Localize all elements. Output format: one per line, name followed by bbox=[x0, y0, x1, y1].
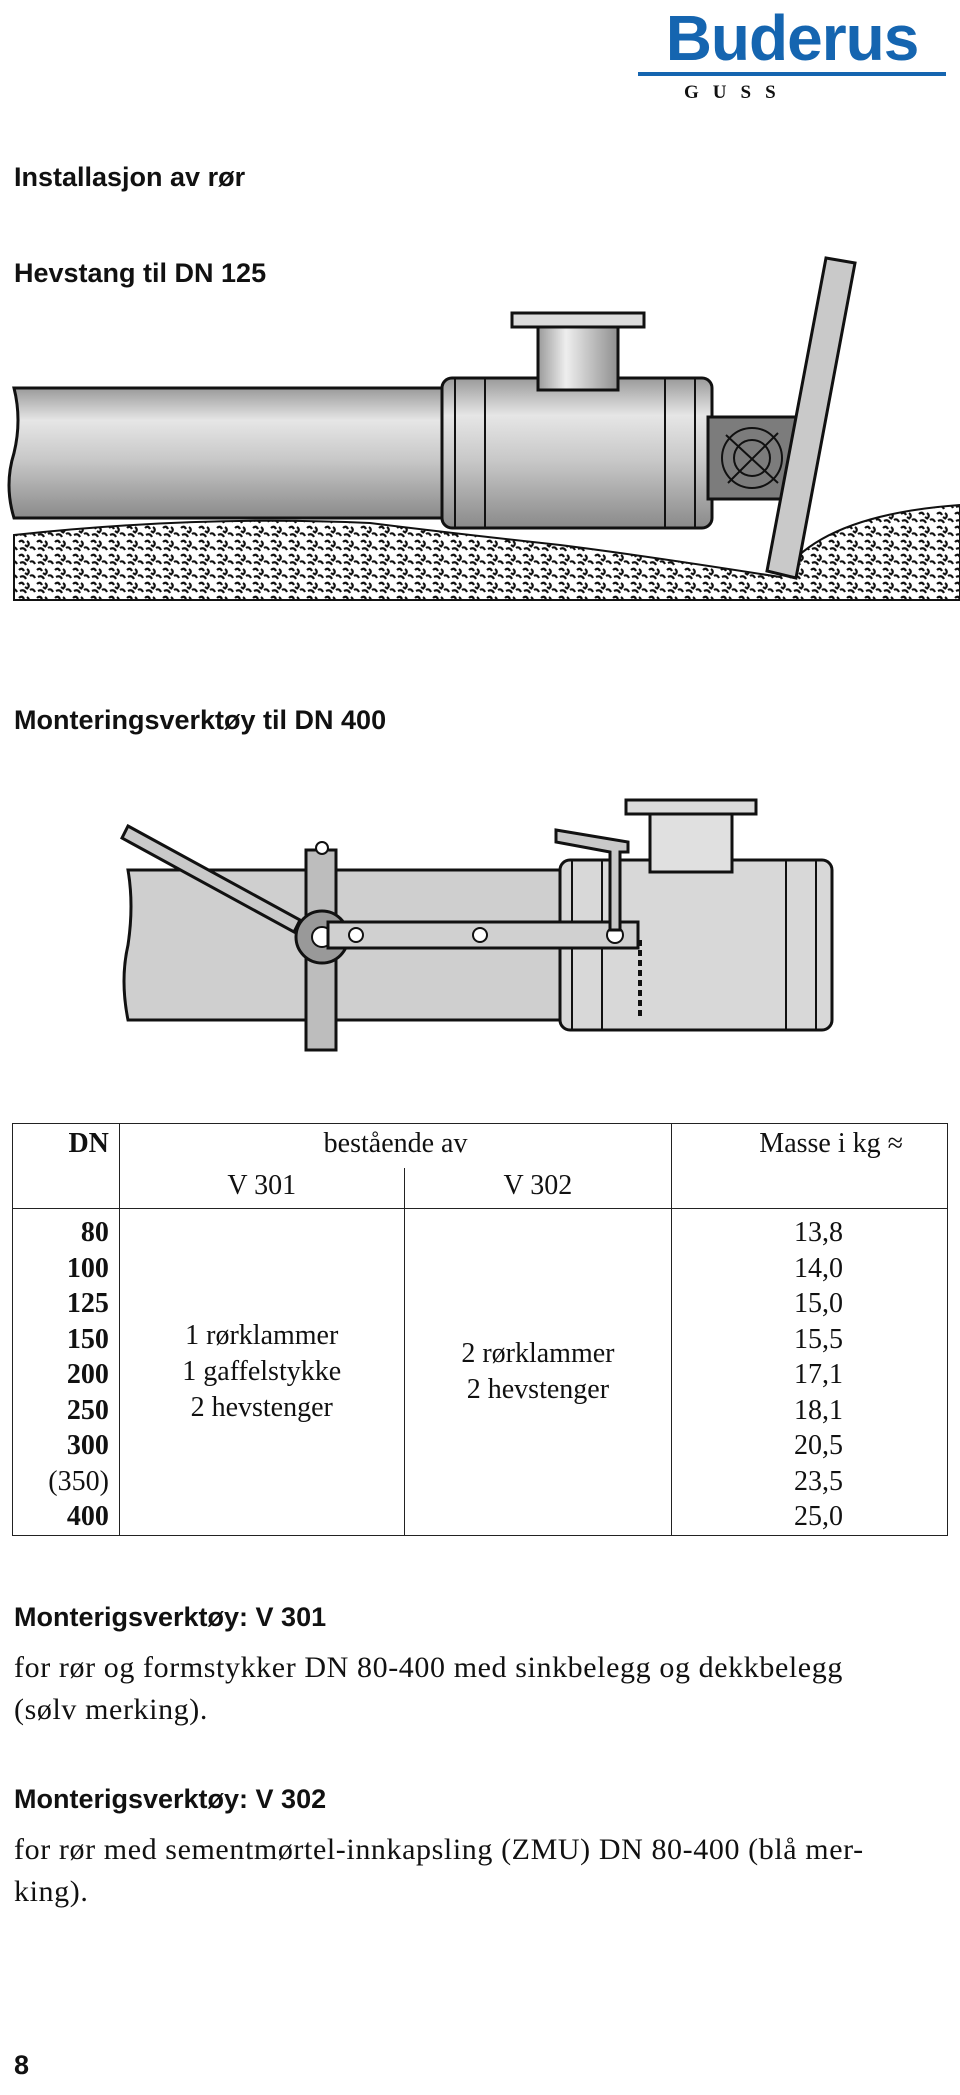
v301-items: 1 rørklammer 1 gaffelstykke 2 hevstenger bbox=[118, 1208, 405, 1536]
section-v301-line: for rør og formstykker DN 80-400 med sin… bbox=[14, 1651, 843, 1684]
logo-rule bbox=[638, 72, 946, 76]
heading-lever: Hevstang til DN 125 bbox=[14, 258, 267, 288]
section-v301-text: for rør og formstykker DN 80-400 med sin… bbox=[14, 1647, 954, 1731]
v301-item: 1 gaffelstykke bbox=[182, 1355, 342, 1387]
dn-list: 80 100 125 150 200 250 300 (350) 400 bbox=[12, 1208, 120, 1536]
dn-value: 300 bbox=[66, 1430, 109, 1461]
dn-value: 400 bbox=[66, 1501, 109, 1532]
v302-item: 2 rørklammer bbox=[461, 1337, 615, 1369]
section-v301-title: Monterigsverktøy: V 301 bbox=[14, 1602, 327, 1632]
v301-item: 1 rørklammer bbox=[185, 1319, 339, 1351]
mass-value: 13,8 bbox=[794, 1217, 843, 1248]
section-v302-line: king). bbox=[14, 1875, 89, 1908]
mass-list: 13,8 14,0 15,0 15,5 17,1 18,1 20,5 23,5 … bbox=[671, 1208, 948, 1536]
v302-items: 2 rørklammer 2 hevstenger bbox=[403, 1208, 673, 1536]
header-dn: DN bbox=[12, 1123, 120, 1168]
dn-value: 100 bbox=[66, 1252, 109, 1284]
lever-illustration bbox=[7, 256, 960, 601]
heading-tool: Monteringsverktøy til DN 400 bbox=[14, 705, 387, 735]
mass-value: 14,0 bbox=[794, 1252, 843, 1284]
mass-value: 15,5 bbox=[794, 1323, 843, 1355]
mass-value: 18,1 bbox=[794, 1394, 843, 1426]
mass-value: 20,5 bbox=[794, 1430, 843, 1461]
dn-value: 150 bbox=[66, 1323, 109, 1355]
dn-value: 250 bbox=[66, 1394, 109, 1426]
mass-value: 23,5 bbox=[794, 1465, 843, 1497]
section-v302-line: for rør med sementmørtel-innkapsling (ZM… bbox=[14, 1833, 864, 1866]
mass-value: 17,1 bbox=[794, 1359, 843, 1390]
dn-value: 80 bbox=[80, 1217, 109, 1248]
logo-wordmark: Buderus bbox=[665, 2, 920, 74]
header-mass: Masse i kg ≈ bbox=[671, 1123, 948, 1168]
dn-value: 200 bbox=[66, 1359, 109, 1390]
section-v302-title: Monterigsverktøy: V 302 bbox=[14, 1784, 327, 1814]
v301-item: 2 hevstenger bbox=[190, 1391, 333, 1423]
tool-illustration bbox=[120, 798, 834, 1052]
mass-value: 15,0 bbox=[794, 1288, 843, 1319]
header-consist: bestående av bbox=[118, 1123, 673, 1168]
header-v301: V 301 bbox=[118, 1168, 405, 1209]
tool-table: DN bestående av Masse i kg ≈ V 301 V 302… bbox=[12, 1123, 948, 1536]
buderus-logo: Buderus GUSS bbox=[632, 6, 952, 104]
dn-value: 125 bbox=[66, 1288, 109, 1319]
section-v302-text: for rør med sementmørtel-innkapsling (ZM… bbox=[14, 1829, 954, 1913]
header-v302: V 302 bbox=[403, 1168, 673, 1209]
heading-installation: Installasjon av rør bbox=[14, 162, 246, 192]
section-v301-line: (sølv merking). bbox=[14, 1693, 208, 1726]
v302-item: 2 hevstenger bbox=[466, 1373, 610, 1405]
logo-subtitle: GUSS bbox=[684, 82, 790, 103]
dn-value: (350) bbox=[48, 1465, 109, 1497]
page-number: 8 bbox=[14, 2050, 30, 2080]
mass-value: 25,0 bbox=[794, 1501, 843, 1532]
